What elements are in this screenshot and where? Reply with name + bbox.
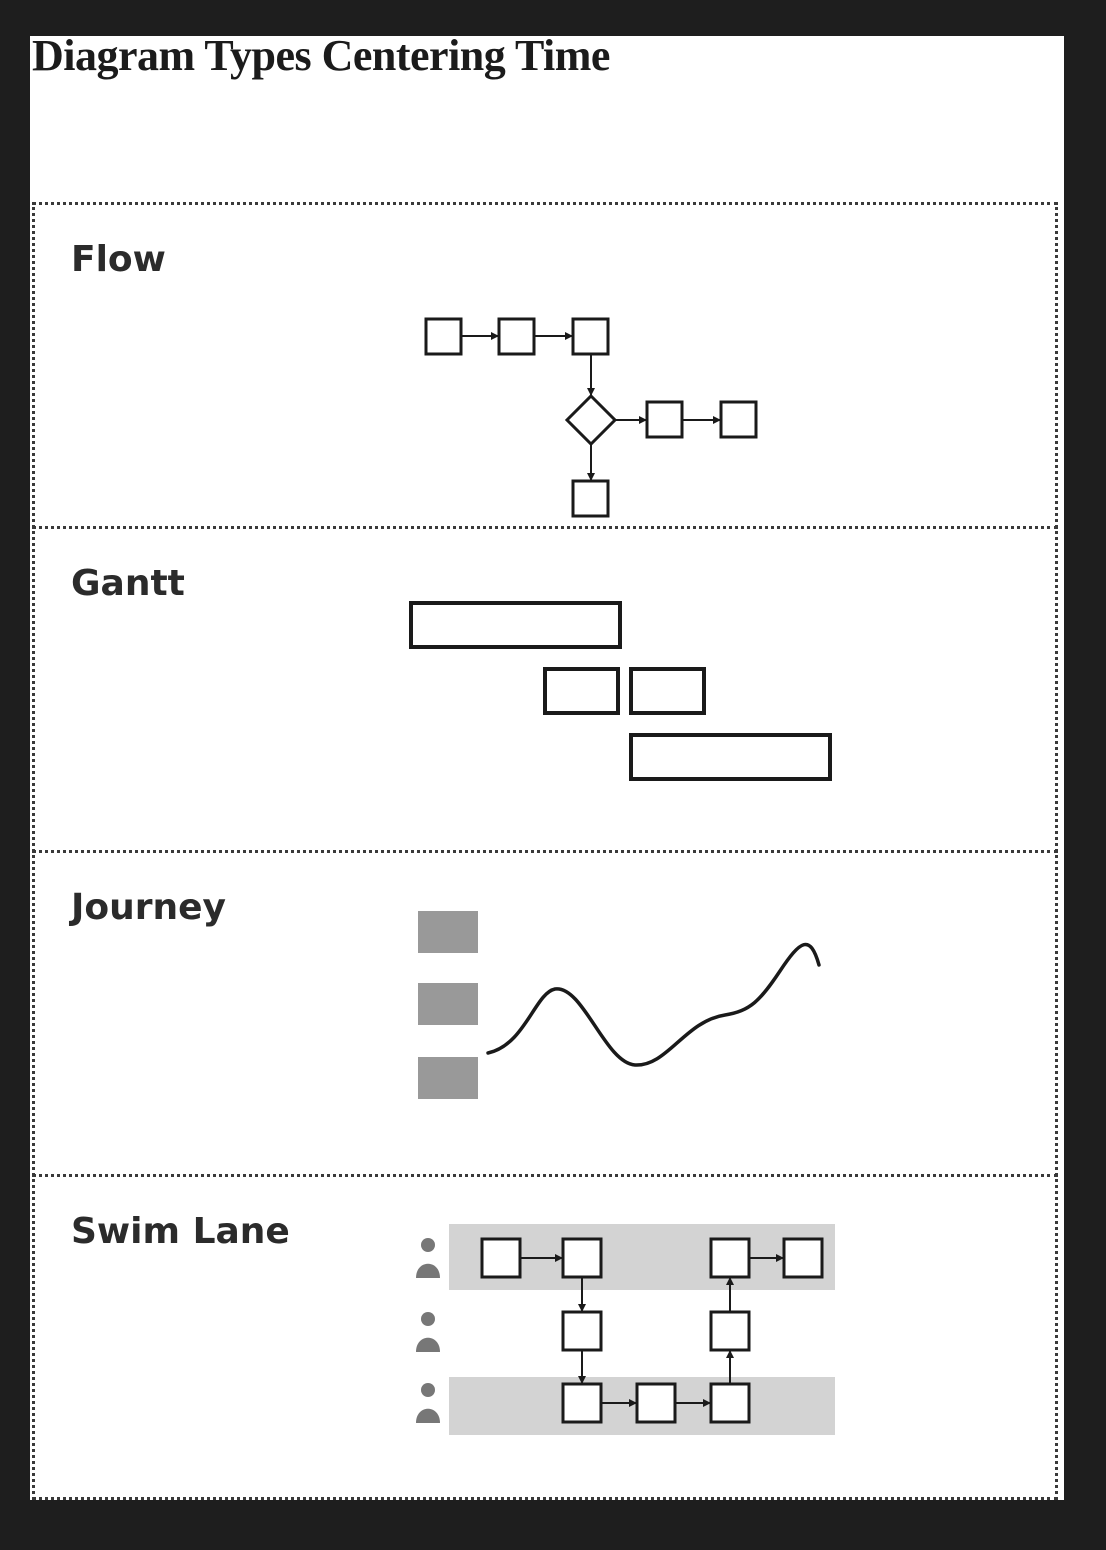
journey-stage-block	[418, 983, 478, 1025]
journey-experience-curve	[486, 942, 821, 1067]
gantt-task-bar	[629, 667, 706, 715]
journey-stage-block	[418, 911, 478, 953]
person-icon	[416, 1383, 440, 1423]
gantt-diagram	[409, 601, 832, 781]
section-gantt: Gantt	[32, 526, 1058, 852]
flow-step-box	[645, 400, 684, 439]
flow-step-box	[719, 400, 758, 439]
section-label-gantt: Gantt	[71, 563, 185, 604]
section-label-swim-lane: Swim Lane	[71, 1211, 290, 1252]
gantt-task-bar	[543, 667, 620, 715]
swim-lane-diagram	[416, 1224, 835, 1435]
gantt-task-bar	[629, 733, 832, 781]
flow-step-box	[571, 479, 610, 518]
flow-step-box	[497, 317, 536, 356]
flow-step-box	[424, 317, 463, 356]
page: Diagram Types Centering Time Flow	[30, 31, 1064, 1500]
journey-stage-block	[418, 1057, 478, 1099]
section-journey: Journey	[32, 850, 1058, 1176]
swim-lane-step-box	[709, 1237, 751, 1279]
swim-lane-step-box	[782, 1237, 824, 1279]
page-title: Diagram Types Centering Time	[32, 31, 610, 80]
flow-step-box	[571, 317, 610, 356]
swim-lane-step-box	[561, 1382, 603, 1424]
section-flow: Flow	[32, 202, 1058, 528]
swim-lane-step-box	[709, 1382, 751, 1424]
flow-decision-diamond	[564, 393, 618, 447]
section-label-flow: Flow	[71, 239, 166, 280]
person-icon	[416, 1238, 440, 1278]
gantt-task-bar	[409, 601, 622, 649]
section-swim-lane: Swim Lane	[32, 1174, 1058, 1500]
swim-lane-step-box	[709, 1310, 751, 1352]
swim-lane-step-box	[561, 1237, 603, 1279]
swim-lane-step-box	[480, 1237, 522, 1279]
swim-lane-step-box	[561, 1310, 603, 1352]
person-icon	[416, 1312, 440, 1352]
flow-diagram	[424, 317, 758, 518]
swim-lane-step-box	[635, 1382, 677, 1424]
journey-diagram	[418, 911, 821, 1099]
section-label-journey: Journey	[71, 887, 227, 928]
